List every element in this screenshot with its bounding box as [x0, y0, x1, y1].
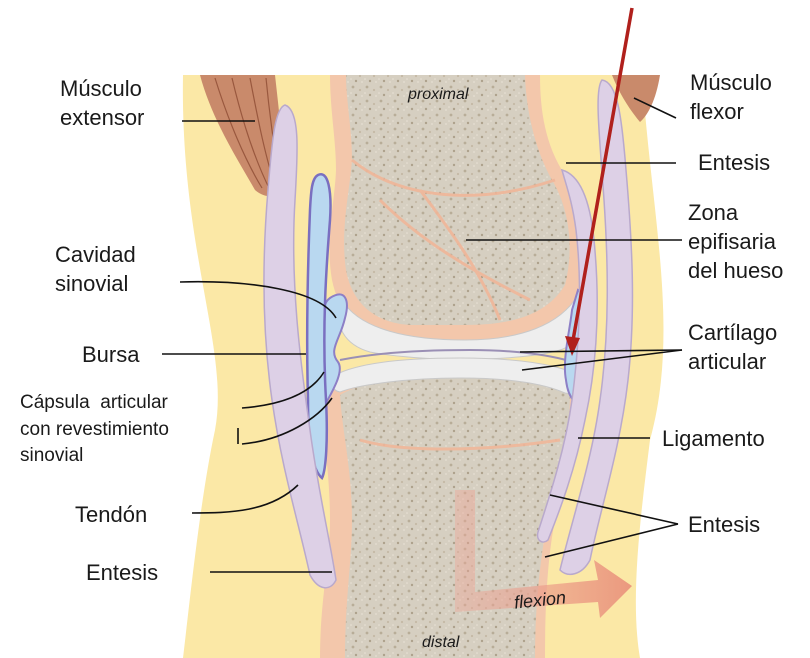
label-zona-epifisaria: Zona epifisaria del hueso [688, 198, 783, 285]
label-entesis-right-bottom: Entesis [688, 510, 760, 539]
label-cavidad-sinovial: Cavidad sinovial [55, 240, 136, 298]
label-entesis-right-top: Entesis [698, 148, 770, 177]
label-bursa: Bursa [82, 340, 139, 369]
label-entesis-left: Entesis [86, 558, 158, 587]
label-cartilago-articular: Cartílago articular [688, 318, 777, 376]
label-distal: distal [422, 634, 459, 652]
label-ligamento: Ligamento [662, 424, 765, 453]
label-tendon: Tendón [75, 500, 147, 529]
label-musculo-extensor: Músculo extensor [60, 74, 144, 132]
label-musculo-flexor: Músculo flexor [690, 68, 772, 126]
label-capsula-articular: Cápsula articular con revestimiento sino… [20, 390, 169, 470]
label-proximal: proximal [408, 86, 468, 104]
